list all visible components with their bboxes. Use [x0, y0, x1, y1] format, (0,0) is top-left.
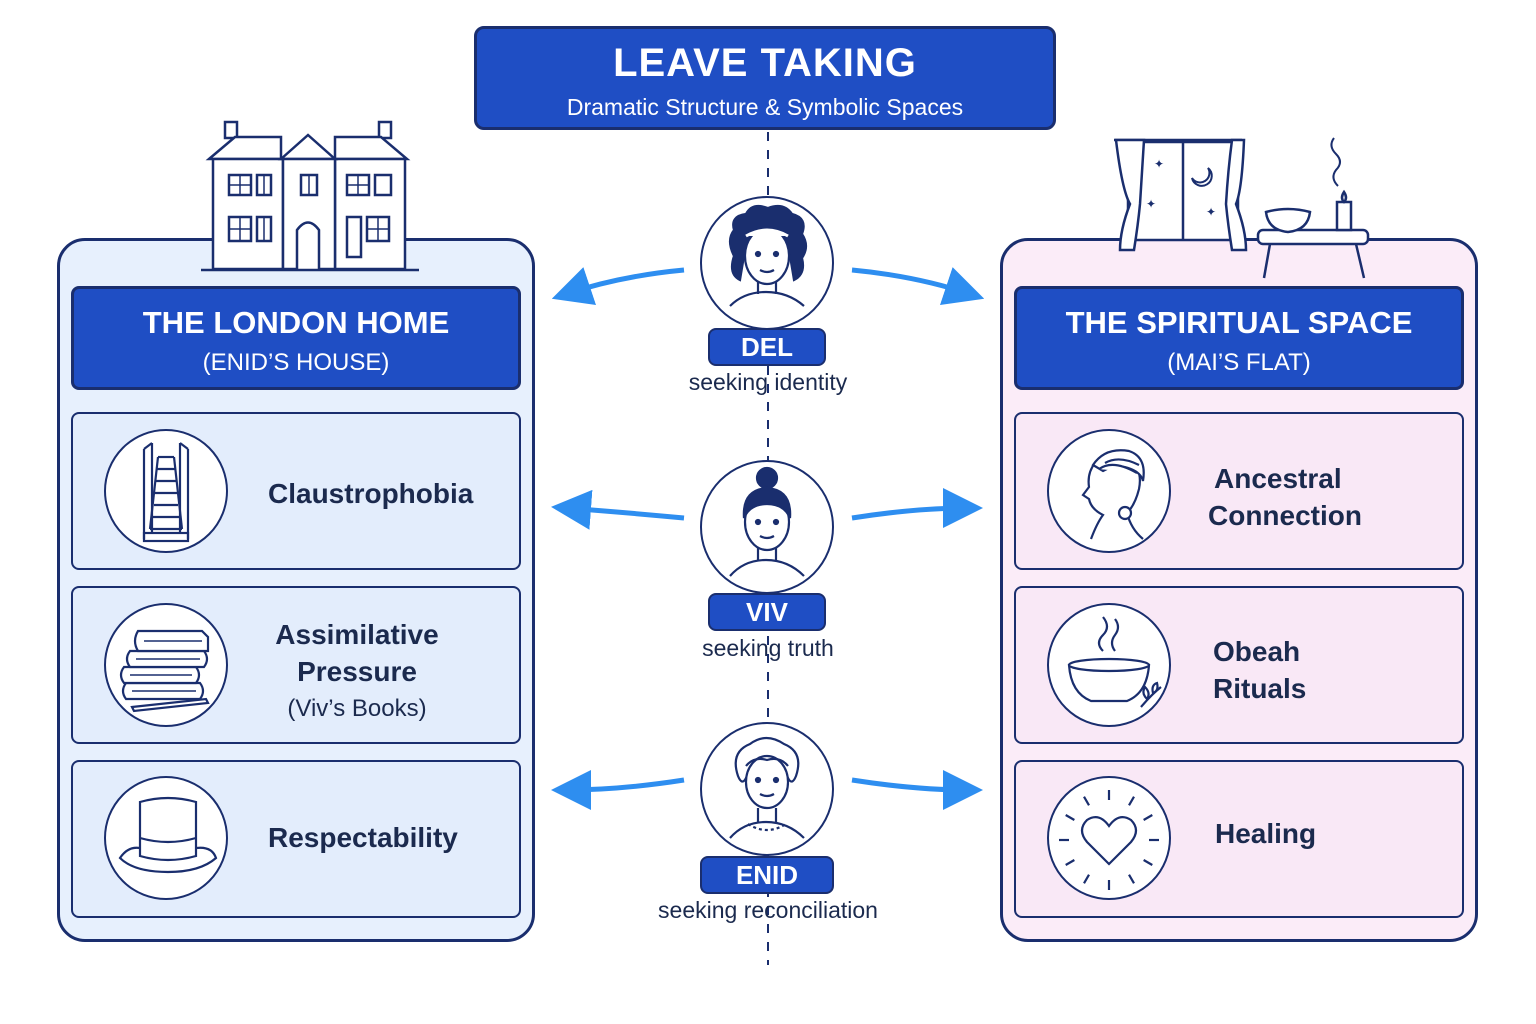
london-home-subtitle: (ENID’S HOUSE)	[202, 349, 390, 376]
narrow-staircase-icon	[142, 442, 190, 543]
arrow-viv-right	[851, 488, 983, 529]
page-title: LEAVE TAKING	[613, 41, 917, 85]
heart-ray	[1083, 796, 1090, 806]
arrow-enid-right	[851, 769, 983, 810]
window-altar-icon: ✦ ✦ ✦	[1114, 137, 1370, 279]
title-banner: LEAVE TAKING Dramatic Structure & Symbol…	[474, 26, 1056, 130]
older-woman-icon	[729, 736, 805, 839]
card-label: Obeah Rituals	[1213, 633, 1306, 707]
top-hat-icon	[118, 796, 218, 874]
spiritual-space-header: THE SPIRITUAL SPACE (MAI’S FLAT)	[1014, 286, 1464, 390]
card-label: Ancestral Connection	[1208, 460, 1362, 534]
character-description: seeking truth	[702, 635, 834, 661]
heart-ray	[1083, 874, 1090, 884]
card-sublabel: (Viv’s Books)	[287, 695, 427, 722]
card-icon-circle	[104, 603, 228, 727]
card-label: Healing	[1215, 818, 1317, 849]
card-label-line2: Connection	[1208, 500, 1362, 531]
card-icon-circle	[1047, 429, 1171, 553]
bun-hair-girl-icon	[729, 466, 805, 577]
arrow-viv-left	[551, 489, 685, 530]
card-label-line1: Ancestral	[1214, 463, 1342, 494]
curly-hair-woman-icon	[728, 204, 808, 307]
character-portrait	[700, 196, 834, 330]
card-label-line1: Assimilative	[275, 619, 439, 650]
london-home-title: THE LONDON HOME	[142, 305, 450, 340]
page-subtitle: Dramatic Structure & Symbolic Spaces	[566, 94, 964, 120]
card-label-line2: Rituals	[1213, 673, 1307, 704]
character-name-badge: ENID	[700, 856, 834, 894]
spiritual-space-subtitle: (MAI’S FLAT)	[1167, 349, 1311, 376]
headwrap-woman-icon	[1081, 449, 1145, 540]
card-label: Claustrophobia	[268, 478, 474, 509]
heart-ray	[1128, 874, 1135, 884]
arrow-del-left	[551, 267, 685, 306]
character-description: seeking identity	[688, 369, 848, 395]
character-name-badge: DEL	[708, 328, 826, 366]
heart-ray	[1065, 859, 1075, 866]
heart-ray	[1128, 796, 1135, 806]
svg-text:✦: ✦	[1154, 157, 1164, 171]
card-icon-circle	[104, 776, 228, 900]
character-name-badge: VIV	[708, 593, 826, 631]
steaming-bowl-icon	[1067, 616, 1162, 708]
card-icon-circle	[104, 429, 228, 553]
character-portrait	[700, 722, 834, 856]
house-icon	[201, 120, 419, 272]
card-label: Assimilative Pressure (Viv’s Books)	[240, 616, 474, 727]
card-label-line2: Pressure	[297, 656, 417, 687]
london-home-header: THE LONDON HOME (ENID’S HOUSE)	[71, 286, 521, 390]
card-icon-circle	[1047, 603, 1171, 727]
heart-ray	[1065, 814, 1075, 821]
svg-text:✦: ✦	[1206, 205, 1216, 219]
card-label: Respectability	[268, 822, 458, 853]
spiritual-space-title: THE SPIRITUAL SPACE	[1065, 305, 1413, 340]
arrow-del-right	[851, 267, 985, 306]
character-portrait	[700, 460, 834, 594]
card-icon-circle	[1047, 776, 1171, 900]
heart-ray	[1143, 859, 1153, 866]
arrow-enid-left	[551, 769, 685, 810]
books-icon	[119, 629, 210, 713]
heart-ray	[1143, 814, 1153, 821]
character-description: seeking reconciliation	[658, 897, 878, 923]
card-label-line1: Obeah	[1213, 636, 1301, 667]
glowing-heart-icon	[1059, 790, 1159, 890]
svg-text:✦: ✦	[1146, 197, 1156, 211]
